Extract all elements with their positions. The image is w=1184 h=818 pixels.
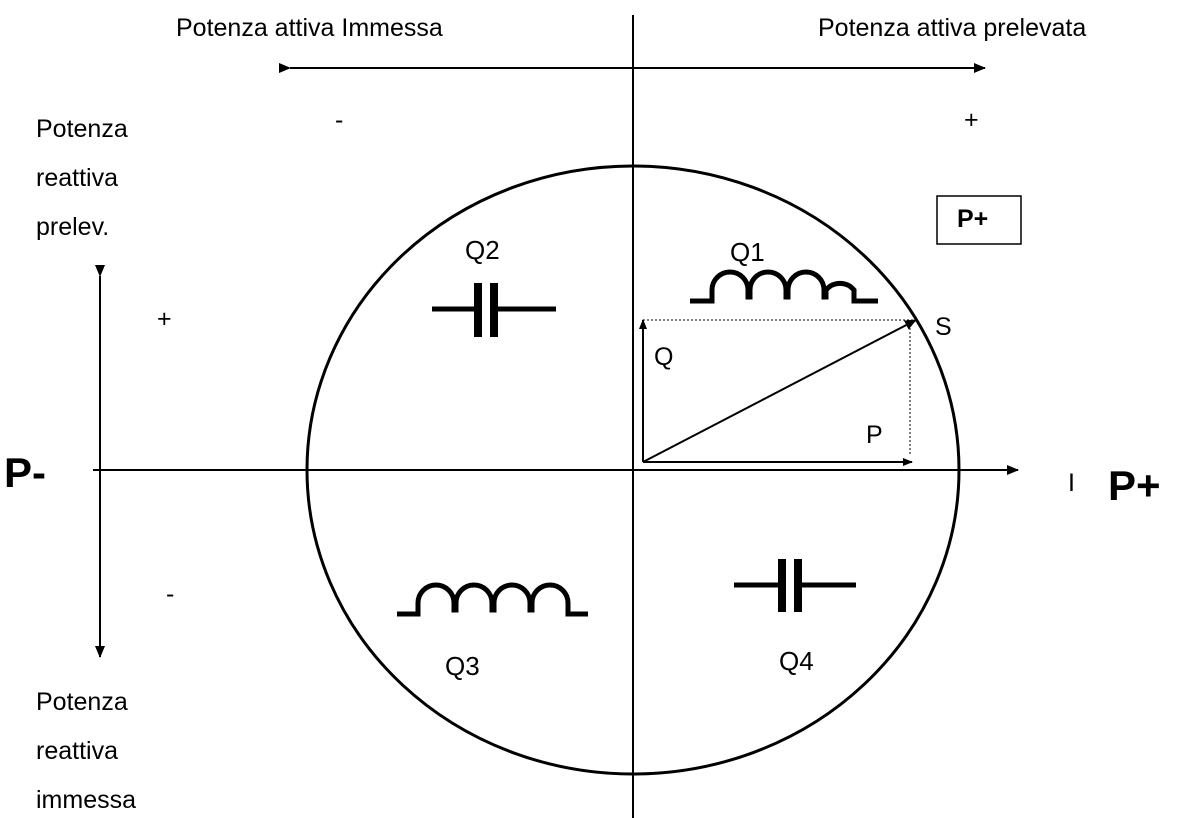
p-plus-label: P+ (1108, 462, 1161, 509)
power-circle (305, 164, 961, 776)
q3-label: Q3 (445, 651, 480, 681)
s-vector (642, 319, 917, 463)
top-plus-sign: + (964, 106, 979, 134)
p-minus-label: P- (4, 449, 46, 496)
reactive-drawn-line-2: reattiva (36, 164, 118, 192)
active-injected-label: Potenza attiva Immessa (176, 14, 443, 42)
q1-inductor-icon (690, 269, 878, 304)
s-vector-label: S (935, 313, 952, 341)
q4-label: Q4 (779, 646, 814, 676)
reactive-injected-line-3: immessa (36, 786, 136, 814)
reactive-drawn-line-1: Potenza (36, 115, 128, 143)
current-label: I (1068, 469, 1075, 497)
q2-capacitor-icon (432, 283, 556, 337)
active-drawn-label: Potenza attiva prelevata (818, 14, 1086, 42)
top-minus-sign: - (335, 106, 343, 134)
left-plus-sign: + (157, 305, 172, 333)
q1-label: Q1 (730, 237, 765, 267)
q2-label: Q2 (465, 235, 500, 265)
p-plus-box (936, 195, 1022, 245)
left-minus-sign: - (166, 580, 174, 608)
p-plus-box-label: P+ (957, 205, 988, 233)
reactive-injected-line-2: reattiva (36, 737, 118, 765)
reactive-injected-line-1: Potenza (36, 688, 128, 716)
reactive-drawn-line-3: prelev. (36, 213, 109, 241)
q4-capacitor-icon (734, 559, 856, 612)
q-vector-label: Q (654, 343, 673, 371)
q3-inductor-icon (397, 582, 588, 617)
p-vector-label: P (866, 421, 883, 449)
